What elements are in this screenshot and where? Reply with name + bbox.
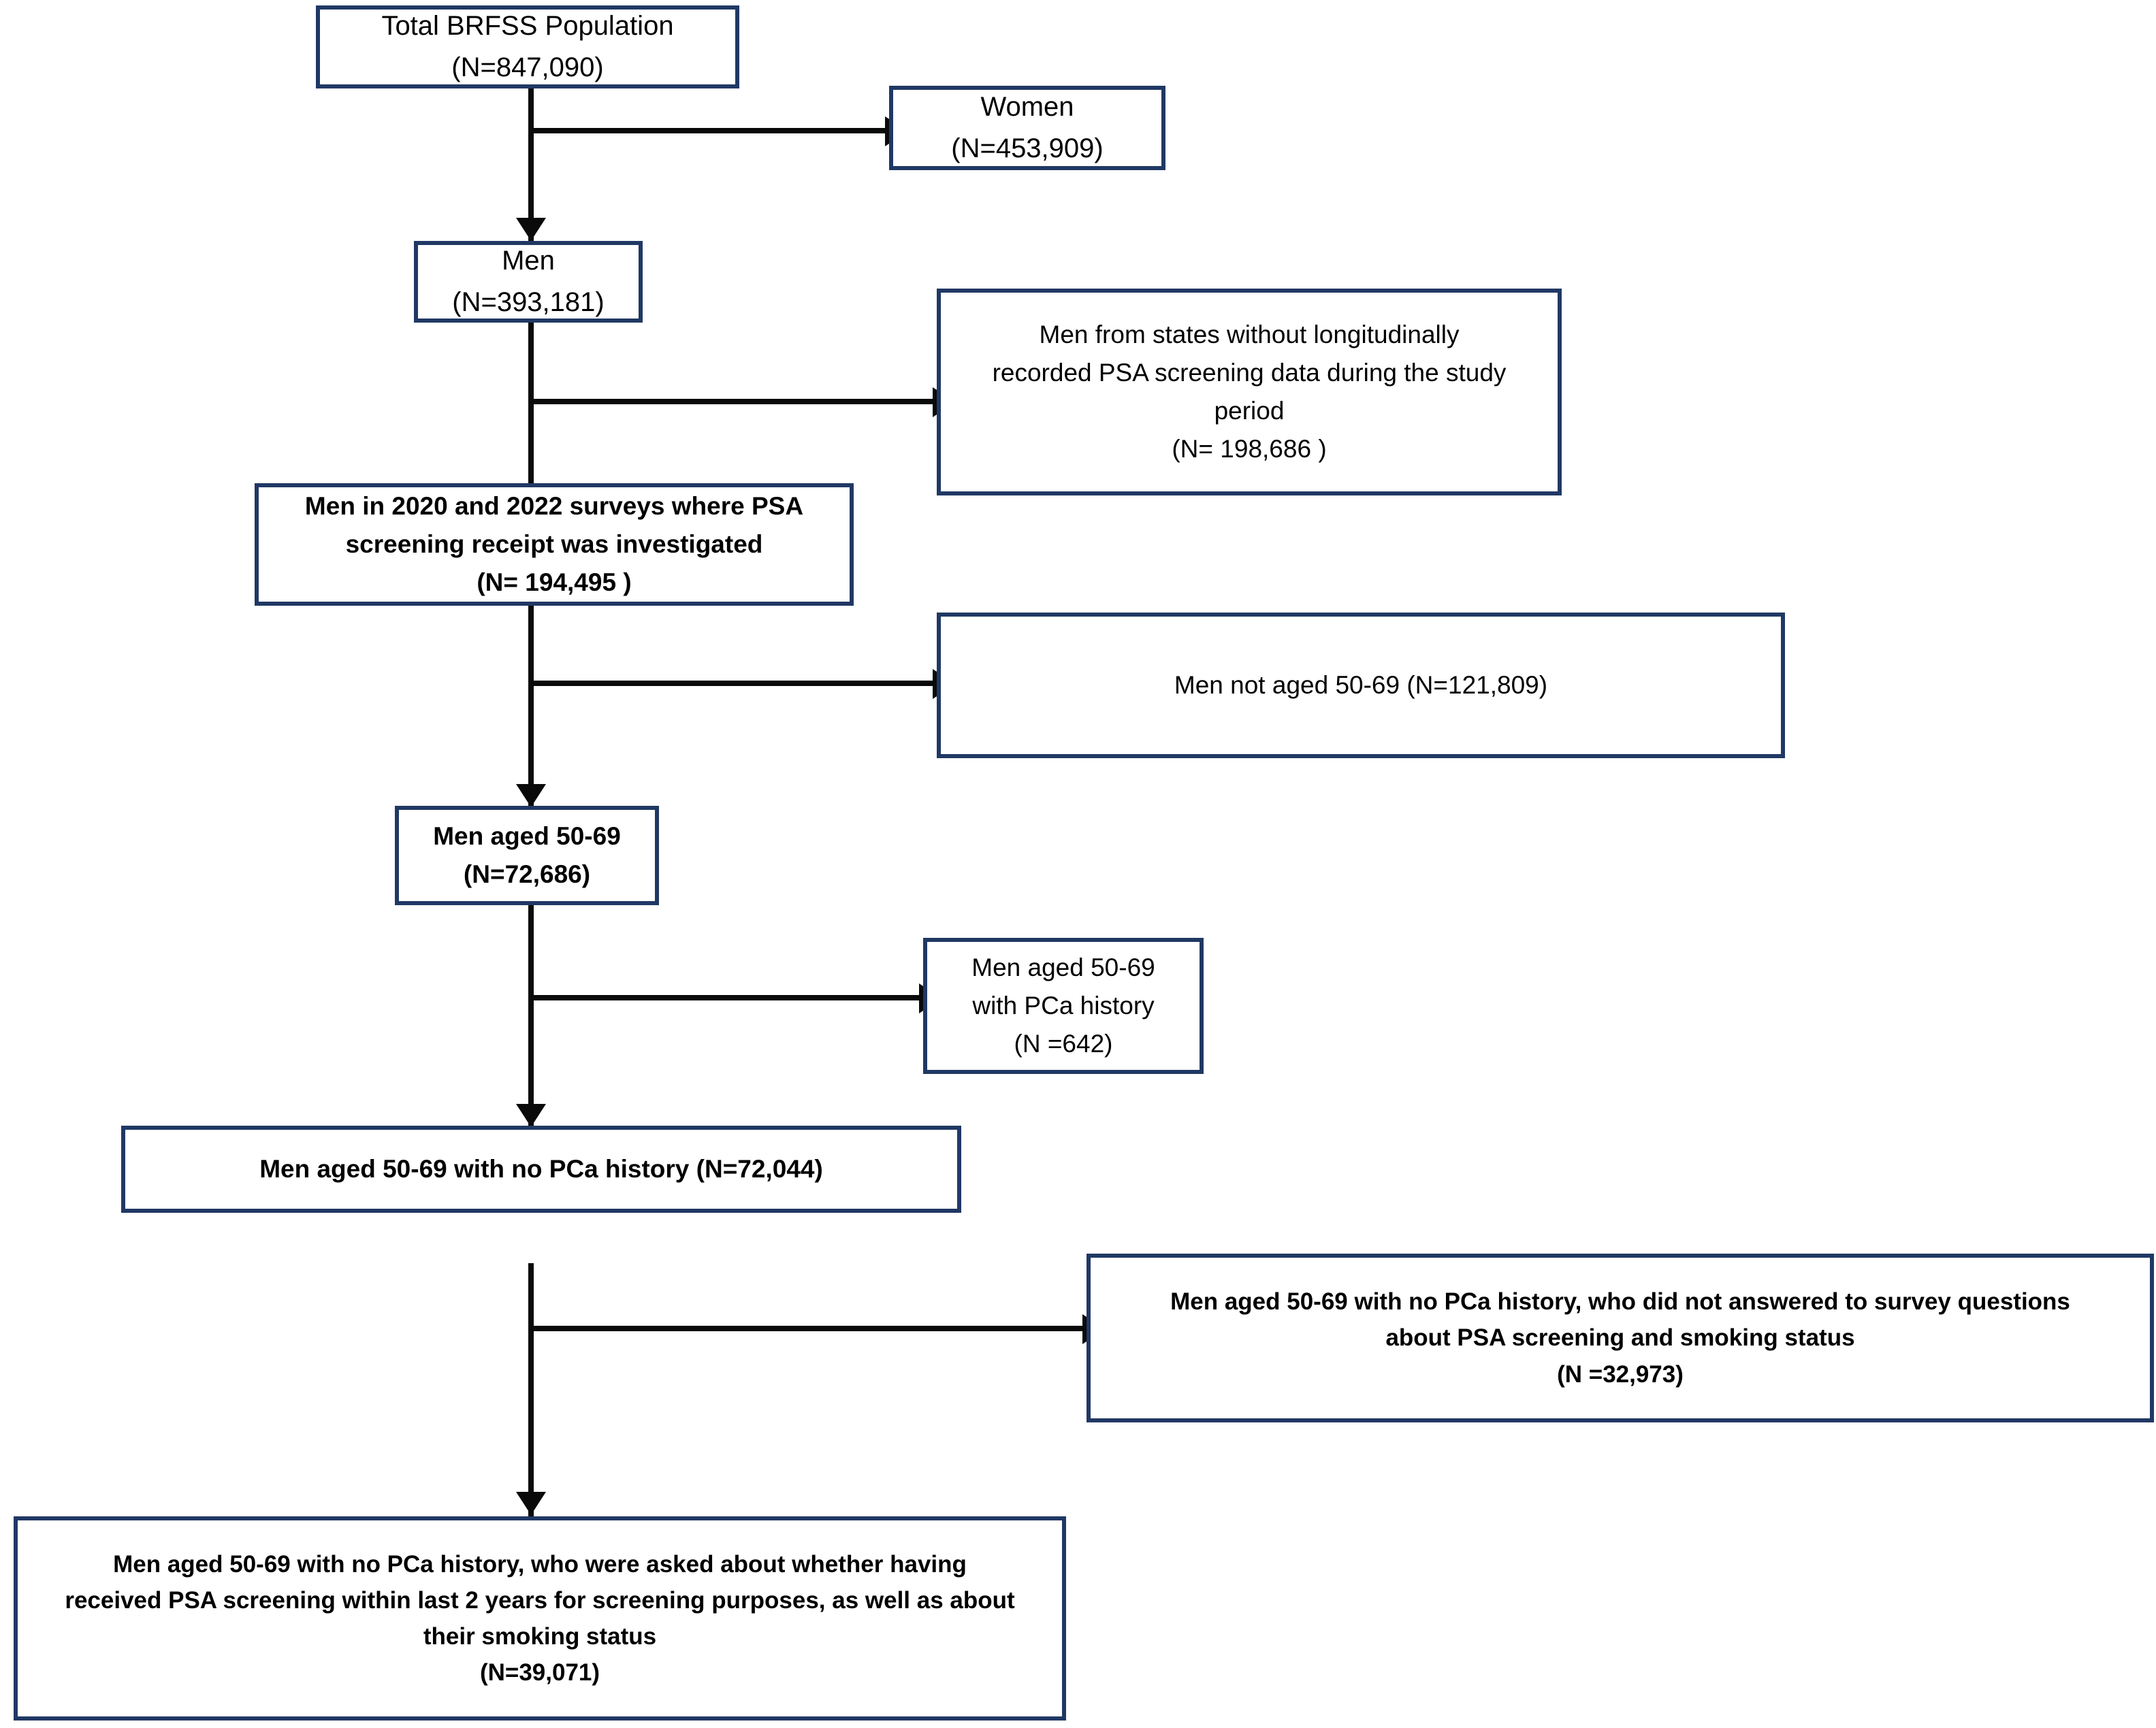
arrowhead-5069 xyxy=(516,784,546,807)
node-excluded-states-without-psa-data: Men from states without longitudinally r… xyxy=(937,289,1562,495)
connector-to-excluded-pca xyxy=(528,995,923,1000)
excluded-states-line3: period xyxy=(1214,397,1285,425)
node-excluded-men-with-pca-history: Men aged 50-69 with PCa history (N =642) xyxy=(923,938,1204,1074)
connector-total-to-men xyxy=(528,46,534,244)
excluded-pca-line1: Men aged 50-69 xyxy=(971,953,1155,981)
connector-nopca-to-final xyxy=(528,1263,534,1518)
final-sample-line2: received PSA screening within last 2 yea… xyxy=(65,1586,1015,1614)
total-population-line1: Total BRFSS Population xyxy=(381,11,674,42)
excluded-states-line4: (N= 198,686 ) xyxy=(1172,435,1327,463)
node-men-aged-50-69: Men aged 50-69 (N=72,686) xyxy=(395,806,659,905)
women-line2: (N=453,909) xyxy=(951,133,1104,163)
men-surveys-line1: Men in 2020 and 2022 surveys where PSA xyxy=(304,491,804,520)
arrowhead-final xyxy=(516,1492,546,1515)
excluded-pca-line3: (N =642) xyxy=(1014,1030,1113,1058)
connector-5069-to-nopca xyxy=(528,905,534,1130)
men-5069-line2: (N=72,686) xyxy=(463,860,591,888)
excluded-nonresponse-line1: Men aged 50-69 with no PCa history, who … xyxy=(1170,1288,2070,1316)
men-line2: (N=393,181) xyxy=(452,287,605,317)
men-5069-line1: Men aged 50-69 xyxy=(433,821,621,850)
node-men-aged-50-69-no-pca-history: Men aged 50-69 with no PCa history (N=72… xyxy=(121,1126,961,1213)
men-surveys-line2: screening receipt was investigated xyxy=(345,529,763,558)
excluded-age-line1: Men not aged 50-69 (N=121,809) xyxy=(1174,670,1548,699)
final-sample-line1: Men aged 50-69 with no PCa history, who … xyxy=(113,1550,967,1578)
total-population-line2: (N=847,090) xyxy=(451,52,604,82)
excluded-states-line1: Men from states without longitudinally xyxy=(1039,320,1460,348)
connector-to-women xyxy=(528,128,889,133)
women-line1: Women xyxy=(980,92,1074,123)
excluded-states-line2: recorded PSA screening data during the s… xyxy=(992,358,1507,387)
connector-to-excluded-nonresponse xyxy=(528,1326,1087,1331)
connector-surveys-to-5069 xyxy=(528,606,534,810)
final-sample-line4: (N=39,071) xyxy=(479,1659,600,1686)
men-surveys-line3: (N= 194,495 ) xyxy=(477,568,632,597)
arrowhead-nopca xyxy=(516,1104,546,1127)
excluded-nonresponse-line2: about PSA screening and smoking status xyxy=(1385,1324,1855,1352)
arrowhead-men xyxy=(516,218,546,241)
connector-men-to-surveys xyxy=(528,319,534,509)
node-men-in-2020-2022-surveys: Men in 2020 and 2022 surveys where PSA s… xyxy=(255,483,854,606)
men-no-pca-line1: Men aged 50-69 with no PCa history (N=72… xyxy=(259,1154,823,1183)
final-sample-line3: their smoking status xyxy=(423,1623,657,1650)
node-total-brfss-population: Total BRFSS Population (N=847,090) xyxy=(316,5,739,88)
node-excluded-men-not-aged-50-69: Men not aged 50-69 (N=121,809) xyxy=(937,613,1785,758)
connector-to-excluded-states xyxy=(528,399,937,404)
excluded-pca-line2: with PCa history xyxy=(972,991,1155,1020)
node-women: Women (N=453,909) xyxy=(889,86,1165,170)
connector-to-excluded-age xyxy=(528,681,937,686)
men-line1: Men xyxy=(502,246,555,276)
node-final-analytic-sample: Men aged 50-69 with no PCa history, who … xyxy=(14,1516,1066,1721)
node-men: Men (N=393,181) xyxy=(414,241,643,323)
excluded-nonresponse-line3: (N =32,973) xyxy=(1557,1360,1684,1388)
node-excluded-nonresponders: Men aged 50-69 with no PCa history, who … xyxy=(1087,1254,2154,1422)
